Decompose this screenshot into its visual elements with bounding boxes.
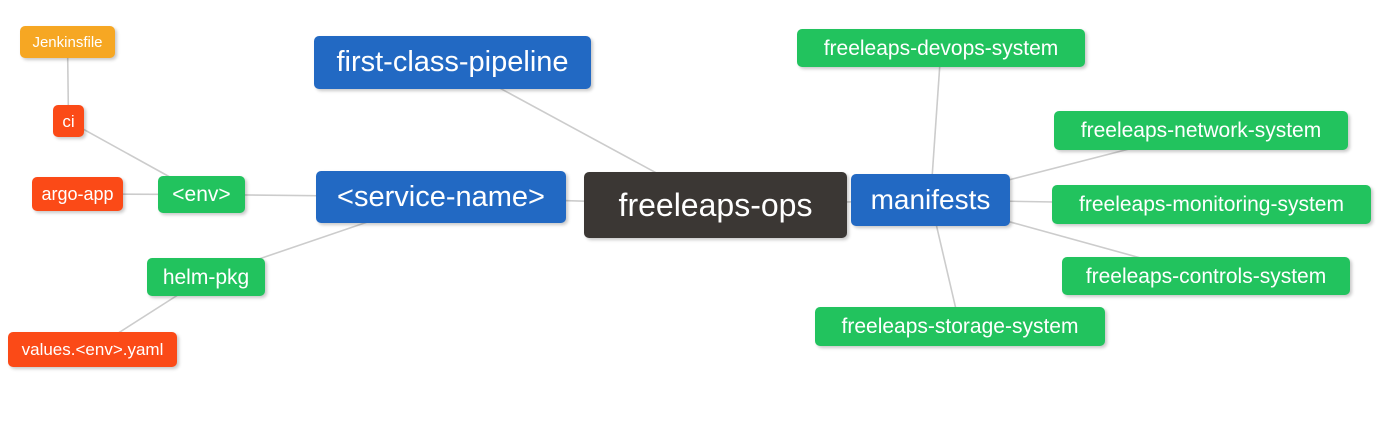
- node-devops-system[interactable]: freeleaps-devops-system: [797, 29, 1085, 67]
- node-values-env-yaml[interactable]: values.<env>.yaml: [8, 332, 177, 367]
- node-manifests[interactable]: manifests: [851, 174, 1010, 226]
- node-first-class-pipeline[interactable]: first-class-pipeline: [314, 36, 591, 89]
- node-env[interactable]: <env>: [158, 176, 245, 213]
- node-freeleaps-ops[interactable]: freeleaps-ops: [584, 172, 847, 238]
- node-helm-pkg[interactable]: helm-pkg: [147, 258, 265, 296]
- node-network-system[interactable]: freeleaps-network-system: [1054, 111, 1348, 150]
- node-service-name[interactable]: <service-name>: [316, 171, 566, 223]
- node-argo-app[interactable]: argo-app: [32, 177, 123, 211]
- node-ci[interactable]: ci: [53, 105, 84, 137]
- node-monitoring-system[interactable]: freeleaps-monitoring-system: [1052, 185, 1371, 224]
- node-jenkinsfile[interactable]: Jenkinsfile: [20, 26, 115, 58]
- node-storage-system[interactable]: freeleaps-storage-system: [815, 307, 1105, 346]
- node-controls-system[interactable]: freeleaps-controls-system: [1062, 257, 1350, 295]
